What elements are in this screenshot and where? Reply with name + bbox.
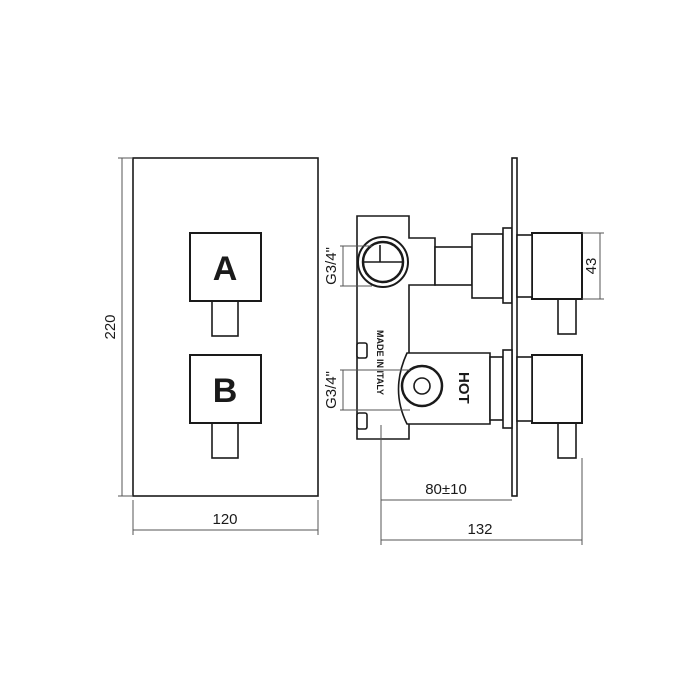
depth-dimension-label: 80±10	[425, 481, 467, 498]
knob-a	[189, 232, 262, 302]
bottom-handle	[531, 354, 583, 424]
total-depth-dimension-label: 132	[467, 521, 492, 538]
knob-b-label: B	[213, 372, 238, 410]
top-nut	[471, 233, 504, 299]
connecting-pipe	[434, 246, 473, 286]
hot-label: HOT	[455, 372, 472, 404]
bottom-handle-stem	[557, 422, 577, 459]
mount-tab-top	[356, 342, 368, 359]
dimension-lines	[118, 157, 604, 545]
inlet-top-label: G3/4"	[323, 247, 340, 285]
top-flange	[502, 227, 513, 304]
wall-plate-side	[511, 157, 518, 497]
handle-dimension-label: 43	[583, 258, 600, 275]
inlet-bottom-label: G3/4"	[323, 371, 340, 409]
mount-tab-bottom	[356, 412, 368, 430]
top-handle	[531, 232, 583, 300]
knob-a-stem	[211, 300, 239, 337]
knob-b	[189, 354, 262, 424]
hot-inlet-inner	[413, 377, 431, 395]
top-handle-stem	[557, 298, 577, 335]
bottom-flange	[502, 349, 513, 429]
knob-a-label: A	[213, 250, 238, 288]
made-in-italy-label: MADE IN ITALY	[375, 330, 385, 395]
bottom-nut	[489, 356, 504, 421]
knob-b-stem	[211, 422, 239, 459]
width-dimension-label: 120	[212, 511, 237, 528]
height-dimension-label: 220	[102, 314, 119, 339]
